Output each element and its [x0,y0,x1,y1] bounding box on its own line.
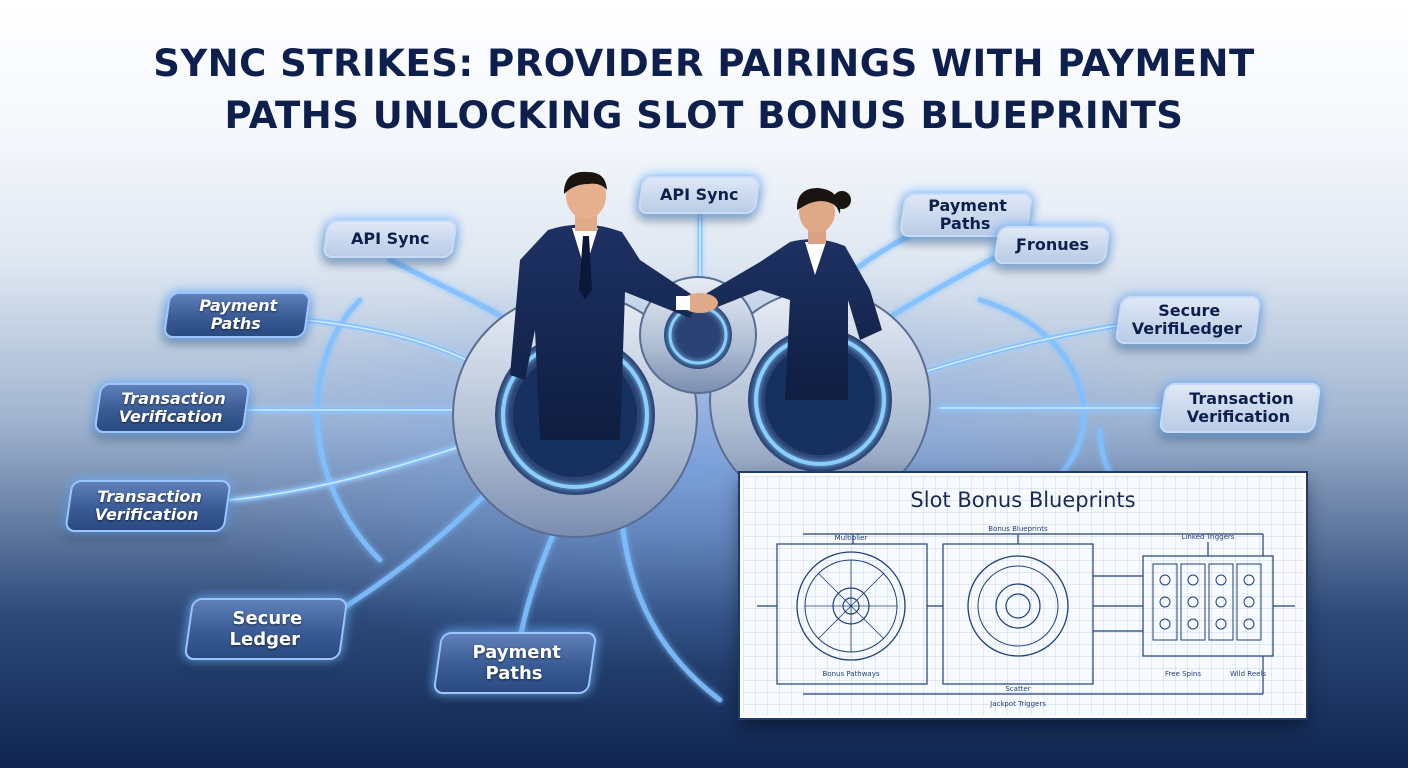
node-label-line-1: Payment [472,642,561,663]
node-label-line-1: Secure [1158,301,1221,320]
node-label-line-1: Payment [199,296,278,315]
title-line-2: PATHS UNLOCKING SLOT BONUS BLUEPRINTS [224,94,1184,137]
node-label-line-2: Paths [210,314,261,333]
blueprint-label-center-bottom: Scatter [1005,685,1030,693]
blueprint-label-right-bottom-2: Wild Reels [1230,670,1266,678]
node-label: API Sync [350,229,430,248]
node-transaction-left-lower: Transaction Verification [64,480,232,532]
node-payment-paths-left: Payment Paths [162,292,312,338]
blueprint-diagram: Multiplier Bonus Blueprints Linked Trigg… [757,525,1295,708]
blueprint-label-blueprints: Bonus Blueprints [988,525,1048,533]
blueprint-gear-left-icon [796,551,906,661]
node-api-sync-top: API Sync [637,176,761,214]
blueprint-label-left-bottom: Bonus Pathways [822,670,879,678]
node-label-line-1: Transaction [120,389,226,408]
blueprint-label-grid: Linked Triggers [1182,533,1235,541]
node-label-line-2: VerifiLedger [1131,319,1242,338]
node-bonuses-right: Ƒronues [993,226,1111,264]
node-label-line-1: Secure [232,608,303,629]
node-label-line-2: Verification [1187,407,1291,426]
node-label-line-1: Transaction [1188,389,1294,408]
node-transaction-left: Transaction Verification [93,383,251,433]
businesswoman-figure [702,188,882,400]
node-label: API Sync [659,185,739,204]
node-label-line-2: Verification [94,505,199,524]
blueprint-title: Slot Bonus Blueprints [910,488,1136,512]
node-label-line-2: Paths [939,214,991,233]
blueprint-label-bottom: Jackpot Triggers [989,700,1046,708]
node-transaction-right: Transaction Verification [1158,383,1322,433]
node-label-line-2: Verification [118,407,223,426]
node-secure-ledger-left: Secure Ledger [183,598,349,660]
node-label-line-2: Ledger [229,629,300,650]
page-title: SYNC STRIKES: PROVIDER PAIRINGS WITH PAY… [0,38,1408,142]
title-line-1: SYNC STRIKES: PROVIDER PAIRINGS WITH PAY… [153,42,1255,85]
handshake-icon [676,293,718,313]
blueprint-label-right-bottom-1: Free Spins [1165,670,1201,678]
node-api-sync-left: API Sync [322,220,458,258]
node-label: Ƒronues [1015,235,1089,254]
blueprint-box-left [776,543,928,685]
businessman-figure [510,171,700,440]
blueprint-gear-center-icon [967,555,1069,657]
node-label-line-1: Payment [927,196,1007,215]
node-secure-right: Secure VerifiLedger [1114,296,1262,344]
node-label-line-2: Paths [485,663,543,684]
node-payment-paths-bottom: Payment Paths [432,632,598,694]
blueprint-box-center [942,543,1094,685]
slot-bonus-blueprint-panel: Slot Bonus Blueprints [740,473,1306,718]
blueprint-reel-grid [1152,563,1262,641]
blueprint-label-multiplier: Multiplier [835,534,868,542]
node-label-line-1: Transaction [96,487,202,506]
